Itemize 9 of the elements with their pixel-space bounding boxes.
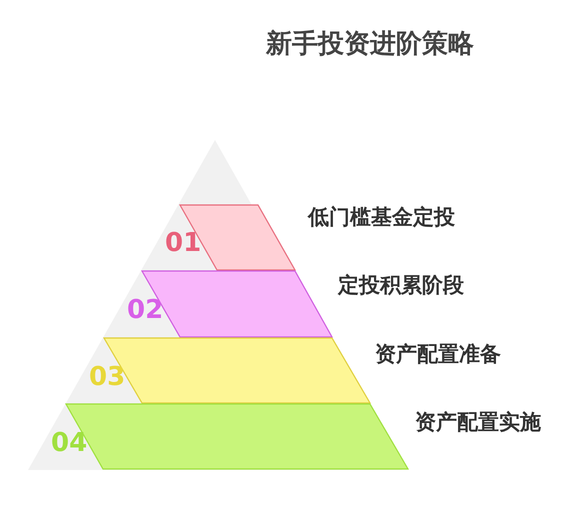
step-number: 02	[127, 295, 164, 325]
step-number: 01	[165, 228, 202, 258]
step-number: 04	[51, 428, 88, 458]
step-label: 资产配置实施	[415, 409, 541, 436]
diagram-title: 新手投资进阶策略	[264, 28, 475, 61]
step-label: 低门槛基金定投	[308, 204, 455, 231]
step-label: 资产配置准备	[375, 341, 501, 368]
step-number: 03	[89, 362, 126, 392]
step-label: 定投积累阶段	[338, 272, 464, 299]
